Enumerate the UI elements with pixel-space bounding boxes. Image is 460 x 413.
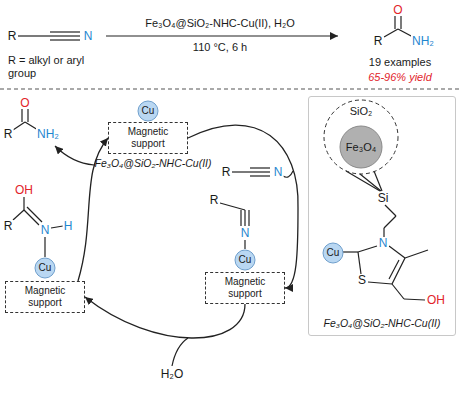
bond bbox=[385, 205, 396, 216]
atom-label: R bbox=[221, 166, 232, 178]
atom-label: NH₂ bbox=[411, 35, 435, 47]
node-text: Magnetic support bbox=[225, 276, 266, 299]
release-arrow bbox=[55, 146, 94, 165]
circle-shape bbox=[340, 126, 382, 168]
atom-label: Si bbox=[377, 192, 390, 204]
atom-label: N bbox=[83, 30, 94, 42]
bond bbox=[250, 175, 270, 176]
atom-label: R bbox=[7, 30, 18, 42]
bond bbox=[394, 16, 395, 29]
node-text: Magnetic support bbox=[128, 126, 169, 149]
anchor-line bbox=[360, 174, 381, 191]
node-text: Cu bbox=[39, 263, 52, 273]
atom-label: R bbox=[209, 194, 220, 206]
copper-badge: Cu bbox=[322, 242, 344, 264]
bond bbox=[27, 207, 42, 222]
bond bbox=[23, 197, 24, 210]
bond bbox=[232, 171, 250, 172]
bond bbox=[13, 122, 25, 130]
bond bbox=[405, 250, 428, 258]
reagent-label: H₂O bbox=[160, 368, 185, 380]
bond bbox=[50, 35, 80, 36]
atom-label: O bbox=[19, 97, 30, 109]
bond bbox=[220, 203, 245, 210]
atom-label: R bbox=[3, 220, 14, 232]
catalyst-name: Fe₃O₄@SiO₂-NHC-Cu(II) bbox=[86, 157, 220, 170]
circle-shape bbox=[35, 258, 55, 278]
node-text: Fe₃O₄@SiO₂-NHC-Cu(II) bbox=[324, 317, 441, 329]
reaction-arrow bbox=[106, 35, 338, 36]
bond bbox=[389, 260, 399, 279]
bond bbox=[248, 210, 249, 226]
reaction-conditions: Fe₃O₄@SiO₂-NHC-Cu(II), H₂O bbox=[105, 17, 335, 30]
bond bbox=[392, 284, 404, 299]
cycle-arrow bbox=[188, 125, 298, 288]
node-text: Cu bbox=[142, 106, 155, 116]
circle-shape bbox=[323, 243, 343, 263]
bond bbox=[18, 35, 50, 36]
bond bbox=[250, 171, 270, 172]
support-box: Magnetic support bbox=[5, 281, 85, 313]
bond bbox=[384, 29, 398, 37]
atom-label: N bbox=[273, 166, 284, 178]
separator bbox=[0, 88, 460, 89]
reaction-conditions: 110 °C, 6 h bbox=[105, 41, 335, 54]
silica-shell: SiO₂ Fe₃O₄ bbox=[323, 99, 399, 175]
node-text: SiO₂ bbox=[350, 106, 373, 117]
substituent-note: R = alkyl or aryl group bbox=[8, 54, 108, 80]
atom-label: OH bbox=[426, 294, 446, 306]
node-text: Fe₃O₄ bbox=[346, 142, 376, 153]
water-entry-line bbox=[172, 338, 188, 366]
bond bbox=[383, 228, 384, 237]
node-text: Cu bbox=[239, 255, 252, 265]
bond bbox=[51, 226, 63, 228]
node-text: Cu bbox=[327, 248, 340, 258]
bond bbox=[404, 299, 425, 300]
bond bbox=[50, 31, 80, 32]
scope-note: 19 examples bbox=[345, 56, 455, 69]
bond bbox=[21, 109, 22, 122]
atom-label: NH₂ bbox=[36, 128, 60, 140]
bond bbox=[27, 109, 28, 122]
bond bbox=[343, 251, 358, 252]
bond bbox=[44, 237, 45, 257]
bond bbox=[50, 39, 80, 40]
bond bbox=[358, 246, 377, 252]
magnetite-core: Fe₃O₄ bbox=[339, 125, 383, 169]
copper-badge: Cu bbox=[137, 100, 159, 122]
atom-label: S bbox=[357, 274, 367, 286]
bond bbox=[389, 246, 405, 258]
bond bbox=[13, 210, 24, 220]
atom-label: R bbox=[3, 128, 14, 140]
atom-label: N bbox=[40, 224, 51, 236]
bond bbox=[244, 210, 245, 226]
atom-label: R bbox=[373, 35, 384, 47]
bond bbox=[358, 252, 361, 274]
reagent-entry-line bbox=[283, 171, 293, 177]
bond bbox=[240, 210, 241, 226]
support-box: Magnetic support bbox=[108, 122, 188, 154]
atom-label: H bbox=[63, 220, 74, 232]
copper-badge: Cu bbox=[234, 249, 256, 271]
bond bbox=[400, 16, 401, 29]
node-text: Magnetic support bbox=[25, 285, 66, 308]
atom-label: OH bbox=[14, 184, 34, 196]
support-box: Magnetic support bbox=[205, 272, 285, 304]
yield-note: 65-96% yield bbox=[345, 71, 455, 84]
circle-shape bbox=[324, 100, 398, 174]
copper-badge: Cu bbox=[34, 257, 56, 279]
anchor-line bbox=[374, 171, 382, 191]
bond bbox=[244, 240, 245, 249]
bond bbox=[368, 282, 392, 284]
atom-label: N bbox=[378, 237, 389, 249]
atom-label: N bbox=[240, 227, 251, 239]
bond bbox=[250, 167, 270, 168]
circle-shape bbox=[235, 250, 255, 270]
atom-label: O bbox=[392, 4, 403, 16]
circle-shape bbox=[138, 101, 158, 121]
bond bbox=[384, 216, 396, 228]
